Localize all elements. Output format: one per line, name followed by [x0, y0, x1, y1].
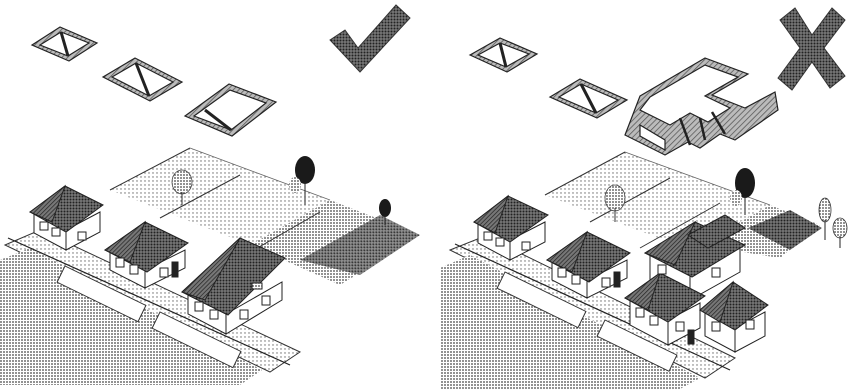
left-panel — [0, 5, 420, 385]
roof-outline-medium — [103, 58, 182, 101]
tree-right-3 — [819, 198, 831, 240]
check-icon — [330, 5, 410, 72]
roof-outline-medium-right — [550, 79, 627, 118]
tree-right-4 — [833, 218, 847, 248]
roof-outline-small-right — [470, 38, 537, 72]
cross-icon — [778, 8, 845, 90]
right-panel — [440, 8, 847, 389]
roof-outline-small — [32, 27, 97, 61]
roof-outline-complex-right — [625, 58, 778, 155]
roof-outline-long — [185, 84, 276, 136]
